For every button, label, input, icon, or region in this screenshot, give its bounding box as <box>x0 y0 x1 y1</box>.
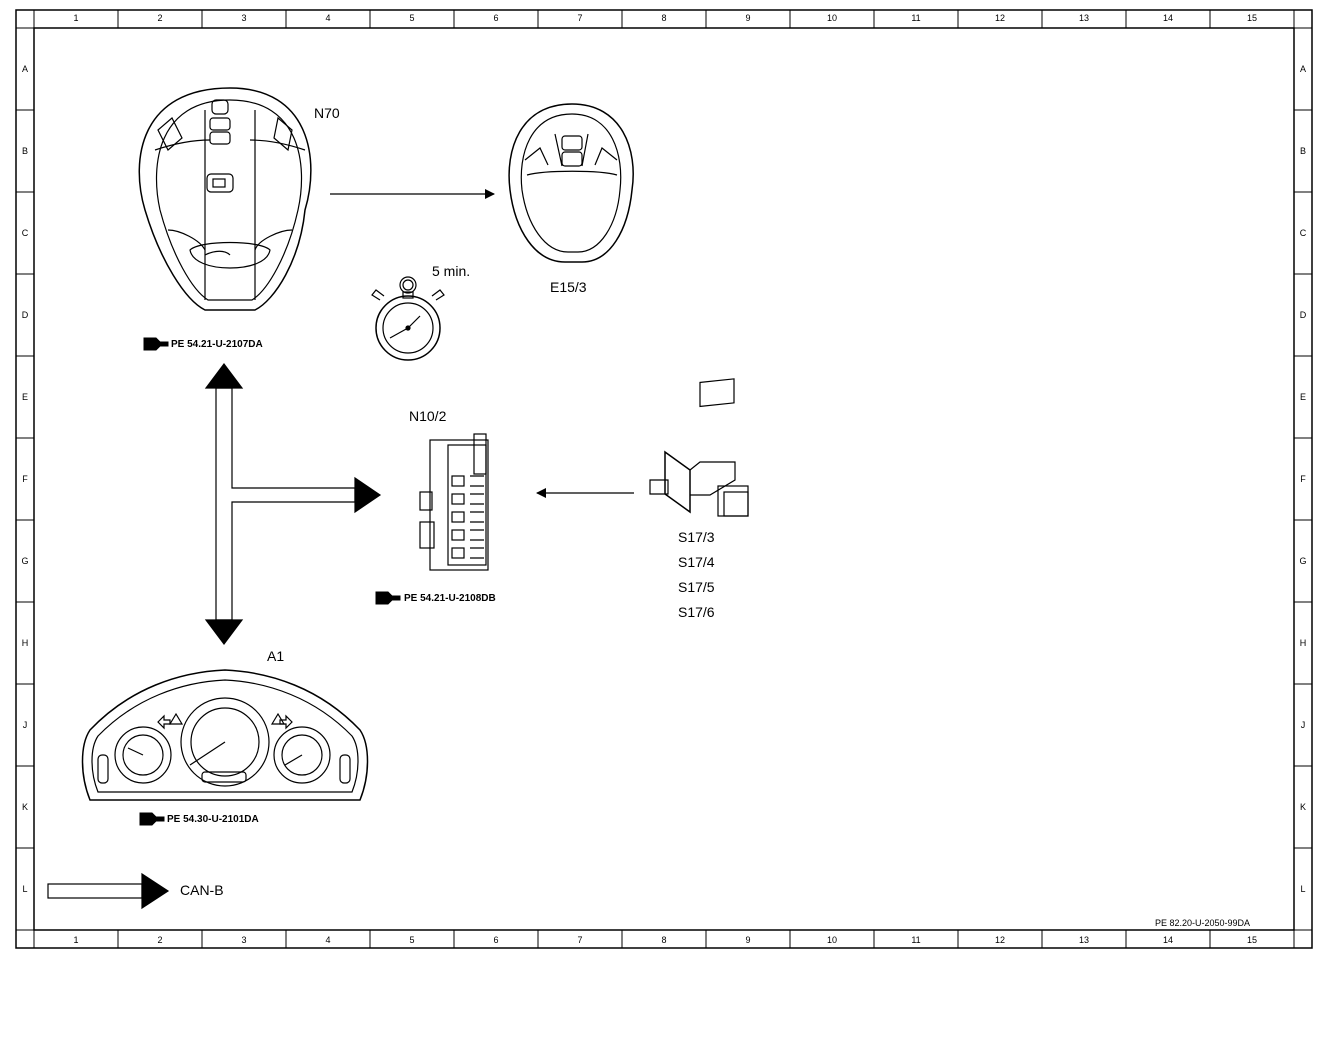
outer-frame <box>15 9 1313 949</box>
grid-row-label-left: H <box>22 638 29 648</box>
switch-label-1: S17/3 <box>678 529 715 545</box>
grid-col-label-top: 5 <box>409 13 414 23</box>
n10-2-label: N10/2 <box>409 408 447 424</box>
grid-row-label-right: J <box>1301 720 1306 730</box>
grid-row-label-right: L <box>1300 884 1305 894</box>
grid-col-label-bottom: 3 <box>241 935 246 945</box>
grid-row-label-left: D <box>22 310 29 320</box>
grid-row-label-left: B <box>22 146 28 156</box>
grid-col-label-bottom: 14 <box>1163 935 1173 945</box>
grid-col-label-top: 3 <box>241 13 246 23</box>
drawing-area <box>33 27 1295 931</box>
grid-col-label-top: 15 <box>1247 13 1257 23</box>
grid-col-label-bottom: 15 <box>1247 935 1257 945</box>
grid-row-label-right: C <box>1300 228 1307 238</box>
grid-row-label-right: F <box>1300 474 1306 484</box>
e15-3-label: E15/3 <box>550 279 587 295</box>
grid-col-label-top: 4 <box>325 13 330 23</box>
grid-row-label-right: B <box>1300 146 1306 156</box>
grid-col-label-bottom: 11 <box>911 935 920 945</box>
n10-2-ref: PE 54.21-U-2108DB <box>404 593 496 604</box>
grid-row-label-left: C <box>22 228 29 238</box>
footer-code: PE 82.20-U-2050-99DA <box>1155 918 1250 928</box>
grid-row-label-left: A <box>22 64 28 74</box>
grid-row-label-left: G <box>21 556 28 566</box>
grid-row-label-left: E <box>22 392 28 402</box>
grid-col-label-top: 1 <box>73 13 78 23</box>
ref-hand-icon <box>375 591 401 605</box>
a1-ref: PE 54.30-U-2101DA <box>167 814 259 825</box>
switch-label-2: S17/4 <box>678 554 715 570</box>
grid-col-label-top: 6 <box>493 13 498 23</box>
grid-col-label-top: 10 <box>827 13 837 23</box>
grid-row-label-left: J <box>23 720 28 730</box>
grid-col-label-top: 2 <box>157 13 162 23</box>
grid-row-label-left: L <box>22 884 27 894</box>
grid-row-label-left: F <box>22 474 28 484</box>
grid-col-label-bottom: 4 <box>325 935 330 945</box>
a1-instrument-cluster <box>81 669 369 801</box>
grid-col-label-top: 9 <box>745 13 750 23</box>
grid-col-label-bottom: 2 <box>157 935 162 945</box>
grid-col-label-bottom: 1 <box>73 935 78 945</box>
grid-row-label-right: A <box>1300 64 1306 74</box>
s17-door-switch <box>649 378 749 517</box>
n70-ref: PE 54.21-U-2107DA <box>171 339 263 350</box>
n70-overhead-panel <box>138 87 312 311</box>
grid-reference-labels: 1122334455667788991010111112121313141415… <box>16 10 1312 948</box>
legend-can-b-label: CAN-B <box>180 882 224 898</box>
grid-col-label-top: 14 <box>1163 13 1173 23</box>
grid-row-label-left: K <box>22 802 28 812</box>
grid-col-label-top: 12 <box>995 13 1005 23</box>
ref-hand-icon <box>139 812 165 826</box>
grid-col-label-top: 11 <box>911 13 920 23</box>
grid-row-label-right: K <box>1300 802 1306 812</box>
timer-label: 5 min. <box>432 263 470 279</box>
grid-col-label-bottom: 10 <box>827 935 837 945</box>
legend-can-b-arrow <box>47 872 170 910</box>
e15-3-interior-lamp <box>508 103 634 263</box>
grid-row-label-right: D <box>1300 310 1307 320</box>
grid-col-label-bottom: 5 <box>409 935 414 945</box>
grid-col-label-bottom: 8 <box>661 935 666 945</box>
stopwatch-icon <box>371 276 445 361</box>
grid-col-label-bottom: 12 <box>995 935 1005 945</box>
grid-col-label-top: 8 <box>661 13 666 23</box>
grid-col-label-bottom: 9 <box>745 935 750 945</box>
grid-col-label-bottom: 7 <box>577 935 582 945</box>
a1-label: A1 <box>267 648 284 664</box>
n70-label: N70 <box>314 105 340 121</box>
grid-row-label-right: H <box>1300 638 1307 648</box>
grid-col-label-top: 7 <box>577 13 582 23</box>
switch-label-3: S17/5 <box>678 579 715 595</box>
grid-col-label-bottom: 6 <box>493 935 498 945</box>
ref-hand-icon <box>143 337 169 351</box>
switch-label-4: S17/6 <box>678 604 715 620</box>
grid-col-label-bottom: 13 <box>1079 935 1089 945</box>
grid-row-label-right: E <box>1300 392 1306 402</box>
n10-2-control-module <box>419 433 489 571</box>
grid-col-label-top: 13 <box>1079 13 1089 23</box>
can-b-bus-arrow <box>204 363 382 645</box>
grid-row-label-right: G <box>1299 556 1306 566</box>
